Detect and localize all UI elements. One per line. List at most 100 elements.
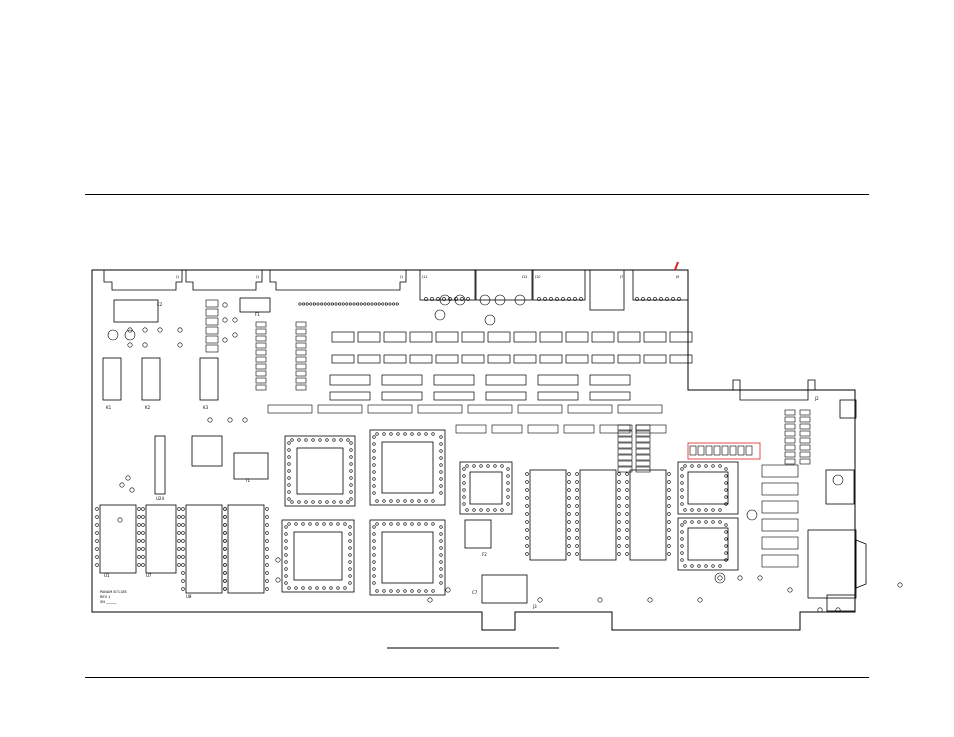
socket-pin <box>382 522 386 526</box>
socket-pin <box>297 438 301 442</box>
chip-pin <box>95 523 99 527</box>
socket-pin <box>315 522 319 526</box>
via-pad <box>125 475 131 481</box>
chip-pin <box>625 472 629 476</box>
chip-pin <box>575 480 579 484</box>
chip-pin <box>223 579 227 583</box>
via-pad <box>227 417 233 423</box>
chip-pin <box>667 488 671 492</box>
socket-pin <box>372 449 376 453</box>
socket-pin <box>410 432 414 436</box>
resistor-pack <box>381 374 423 386</box>
terminal-strip <box>669 331 693 343</box>
terminal-strip <box>383 354 407 364</box>
header-pin <box>635 466 651 473</box>
chip-pin <box>137 563 141 567</box>
chip-pin <box>617 536 621 540</box>
plcc-sockets <box>191 429 739 596</box>
socket-pin <box>287 476 291 480</box>
header-pin <box>784 430 796 437</box>
connector-pin <box>356 302 360 306</box>
socket-pin <box>322 586 326 590</box>
chip-pin <box>617 472 621 476</box>
socket-pin <box>349 483 353 487</box>
socket-pin <box>284 539 288 543</box>
mounting-hole <box>107 329 119 341</box>
mounting-hole <box>514 294 526 306</box>
socket-pin <box>486 464 490 468</box>
db9-connector <box>807 399 867 612</box>
chip-pin <box>223 547 227 551</box>
terminal-strip <box>409 331 433 343</box>
jumper-pad <box>737 445 745 456</box>
header-pin <box>799 451 811 458</box>
socket-pin <box>304 500 308 504</box>
socket-u30 <box>677 517 739 571</box>
label-t1: T1 <box>244 478 250 483</box>
header-pin <box>799 430 811 437</box>
highlight-arrow <box>674 261 679 271</box>
chip-pin <box>137 555 141 559</box>
chip-u22 <box>154 435 166 495</box>
label-u24: U24 <box>156 496 164 501</box>
socket-pin <box>375 499 379 503</box>
relay-pad <box>205 344 219 353</box>
socket-pin <box>372 442 376 446</box>
header-pin <box>799 444 811 451</box>
sip-resistor <box>367 404 413 414</box>
chip-pin <box>181 563 185 567</box>
socket-pin <box>439 532 443 536</box>
header-pin <box>617 430 633 437</box>
chip-pin <box>575 552 579 556</box>
chip-pin <box>617 512 621 516</box>
chip-pin <box>567 536 571 540</box>
socket-pin <box>318 500 322 504</box>
sip-resistor <box>455 424 487 434</box>
connector-pin <box>430 297 434 301</box>
jumper-pad <box>729 445 737 456</box>
socket-pin <box>718 520 722 524</box>
via-pad <box>207 417 213 423</box>
socket-pin <box>403 522 407 526</box>
chip-pin <box>525 504 529 508</box>
chip-pin <box>141 515 145 519</box>
chip-u7 <box>145 504 177 574</box>
socket-pin <box>697 564 701 568</box>
terminal-strip <box>617 331 641 343</box>
socket-pin <box>294 586 298 590</box>
terminal-strip <box>357 331 381 343</box>
chip-pin <box>137 531 141 535</box>
chip-pin <box>181 507 185 511</box>
terminal-strip <box>539 331 563 343</box>
chip-pin <box>575 472 579 476</box>
jumper-pad <box>713 445 721 456</box>
socket-pin <box>500 508 504 512</box>
chip-pin <box>181 555 185 559</box>
socket-pin <box>332 500 336 504</box>
terminal-strip <box>435 331 459 343</box>
socket-pin <box>506 474 510 478</box>
socket-pin <box>439 470 443 474</box>
terminal-strip <box>669 354 693 364</box>
chip-pin <box>95 507 99 511</box>
chip-pin <box>625 520 629 524</box>
chip-pin <box>137 539 141 543</box>
connector-pin <box>298 302 302 306</box>
connector-pin <box>659 297 663 301</box>
terminal-strip <box>591 354 615 364</box>
socket-pin <box>439 560 443 564</box>
chip-pin <box>137 547 141 551</box>
led-pad <box>255 370 267 377</box>
socket-pin <box>506 502 510 506</box>
socket-pin <box>439 477 443 481</box>
via-pad <box>757 575 763 581</box>
chip-pin <box>567 480 571 484</box>
mounting-hole <box>124 329 136 341</box>
socket-pin <box>680 467 684 471</box>
board-labels: U1 U7 U8 U24 K1 K2 K3 T1 F2 C7 C2 F1 J3 … <box>100 275 819 609</box>
chip-pin <box>625 544 629 548</box>
socket-pin <box>718 464 722 468</box>
chip-pin <box>265 539 269 543</box>
via-pad <box>177 342 183 348</box>
socket-pin <box>724 537 728 541</box>
